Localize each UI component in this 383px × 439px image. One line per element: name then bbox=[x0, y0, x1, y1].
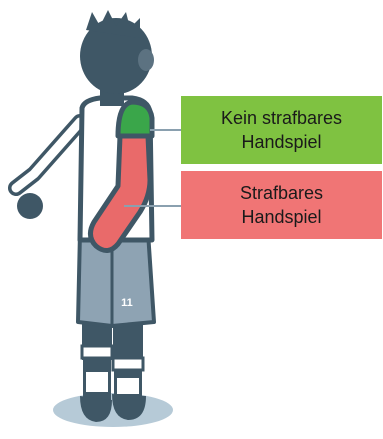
head bbox=[80, 10, 154, 94]
penalty-label-line2: Handspiel bbox=[240, 205, 323, 229]
shorts-number: 11 bbox=[121, 297, 133, 309]
no-penalty-label-box: Kein strafbares Handspiel bbox=[181, 96, 382, 164]
penalty-label-box: Strafbares Handspiel bbox=[181, 171, 382, 239]
no-penalty-shoulder-zone bbox=[118, 102, 152, 136]
no-penalty-label-line1: Kein strafbares bbox=[221, 106, 342, 130]
left-arm bbox=[16, 122, 80, 219]
no-penalty-label-line2: Handspiel bbox=[221, 130, 342, 154]
penalty-label-line1: Strafbares bbox=[240, 181, 323, 205]
left-hand bbox=[17, 193, 43, 219]
